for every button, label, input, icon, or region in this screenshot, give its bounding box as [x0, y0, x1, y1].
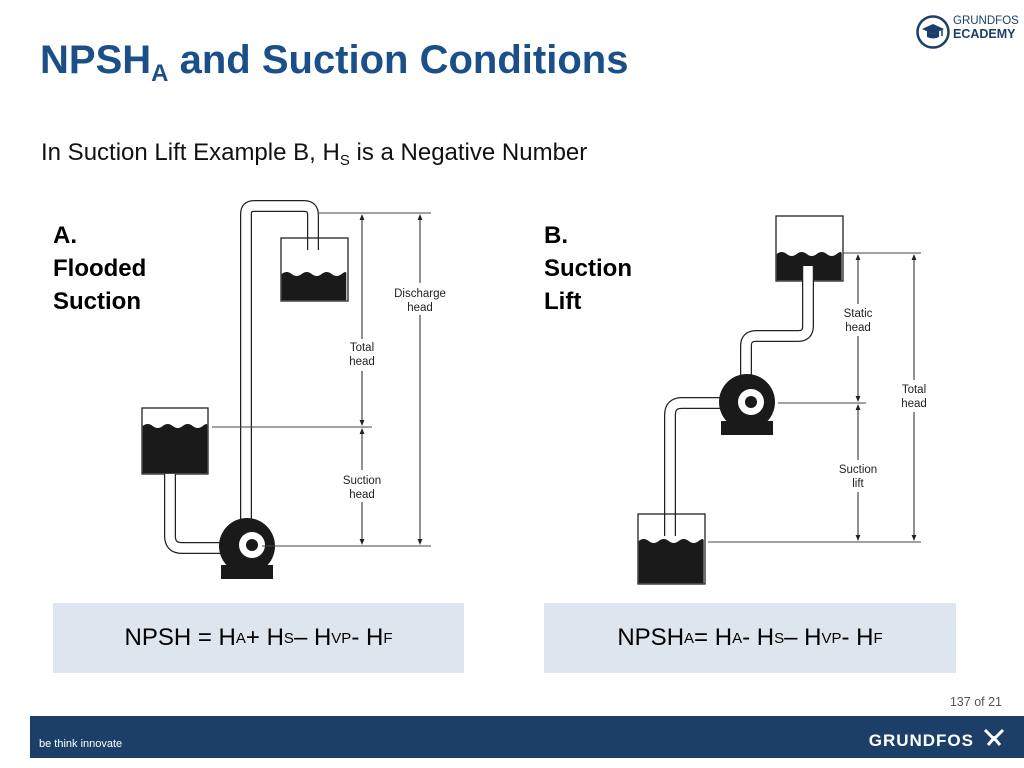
- panel-a-label: A. Flooded Suction: [53, 222, 147, 315]
- total-head-label-a-2: head: [349, 356, 375, 368]
- formula-a-part: + H: [245, 624, 284, 651]
- title-subscript: A: [151, 60, 169, 87]
- formula-b-part: = H: [694, 624, 733, 651]
- logo-line-2: ECADEMY: [953, 27, 1016, 41]
- grundfos-logo-icon: [983, 728, 1005, 746]
- total-head-label-b-2: head: [901, 398, 927, 410]
- grundfos-ecademy-logo: GRUNDFOS ECADEMY: [916, 12, 1019, 52]
- supply-tank-a: [141, 407, 209, 475]
- footer-bar: be think innovate GRUNDFOS: [30, 716, 1024, 758]
- total-head-label-b: Total: [902, 384, 926, 396]
- formula-a-sub: A: [235, 629, 246, 647]
- pump-a: [219, 518, 275, 579]
- panel-b-label: B. Suction Lift: [544, 222, 632, 315]
- title-main: NPSH: [40, 38, 152, 82]
- formula-b-sub: A: [684, 629, 695, 647]
- formula-a-sub: VP: [331, 629, 352, 647]
- discharge-head-label-2: head: [407, 302, 433, 314]
- page-number: 137 of 21: [949, 695, 1002, 709]
- total-head-label-a: Total: [350, 342, 374, 354]
- footer-tagline: be think innovate: [39, 738, 123, 750]
- formula-b-sub: A: [732, 629, 743, 647]
- formula-a-part: - H: [351, 624, 384, 651]
- suction-diagrams: Discharge head Total head Suction head: [141, 200, 936, 585]
- formula-b-part: NPSH: [617, 624, 685, 651]
- discharge-head-label: Discharge: [394, 288, 446, 300]
- suction-lift-diagram: Static head Total head Suction lift: [637, 215, 936, 585]
- page-subtitle: In Suction Lift Example B, HS is a Negat…: [41, 139, 587, 169]
- formula-b-part: - H: [742, 624, 775, 651]
- subtitle-text-end: is a Negative Number: [349, 139, 588, 166]
- formula-a-part: NPSH = H: [124, 624, 236, 651]
- subtitle-subscript: S: [339, 152, 350, 169]
- suction-lift-label-2: lift: [852, 478, 864, 490]
- suction-head-label-2: head: [349, 489, 375, 501]
- static-head-label-2: head: [845, 322, 871, 334]
- suction-lift-label: Suction: [839, 464, 877, 476]
- title-rest: and Suction Conditions: [168, 38, 629, 82]
- flooded-suction-diagram: Discharge head Total head Suction head: [141, 200, 454, 579]
- formula-a-sub: F: [383, 629, 393, 647]
- formula-b-part: – H: [784, 624, 822, 651]
- supply-tank-b: [637, 513, 706, 585]
- formula-b-sub: S: [774, 629, 785, 647]
- subtitle-text: In Suction Lift Example B, H: [41, 139, 340, 166]
- pump-b: [719, 374, 775, 435]
- formula-b-sub: VP: [821, 629, 842, 647]
- logo-line-1: GRUNDFOS: [953, 15, 1019, 27]
- formula-a-part: – H: [293, 624, 332, 651]
- formula-b-part: - H: [841, 624, 874, 651]
- discharge-tank-a: [280, 237, 349, 302]
- formula-a-sub: S: [283, 629, 294, 647]
- suction-head-label: Suction: [343, 475, 381, 487]
- static-head-label: Static: [844, 308, 873, 320]
- page-title: NPSHA and Suction Conditions: [40, 38, 628, 88]
- graduation-cap-icon: [916, 15, 950, 49]
- footer-brand: GRUNDFOS: [868, 731, 974, 750]
- formula-b-sub: F: [873, 629, 883, 647]
